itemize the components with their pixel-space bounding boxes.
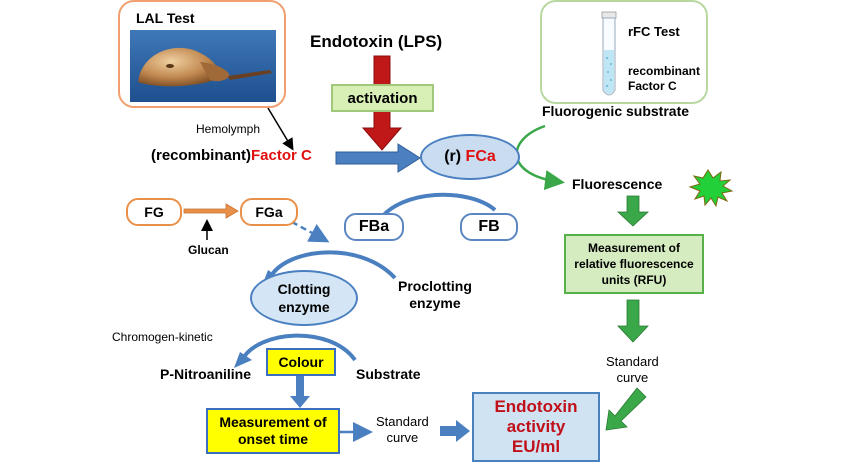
standard-curve-left-label: Standard curve <box>376 414 429 446</box>
lal-test-box: LAL Test <box>118 0 286 108</box>
fg-to-fga-arrow <box>183 203 239 219</box>
standard-curve-right-line1: Standard <box>606 354 659 369</box>
onset-time-box: Measurement of onset time <box>206 408 340 454</box>
fba-label: FBa <box>358 218 390 235</box>
fluorescence-starburst-icon <box>688 169 734 208</box>
rfu-line3: units (RFU) <box>601 273 667 287</box>
clotting-line2: enzyme <box>278 299 330 315</box>
standard-curve-right-line2: curve <box>616 370 649 385</box>
clotting-enzyme-ellipse: Clotting enzyme <box>250 270 358 326</box>
fca-name: FCa <box>465 148 496 165</box>
proclotting-line2: enzyme <box>409 295 461 311</box>
fga-to-fba-dashed-arrow <box>291 220 330 243</box>
fluorescence-down-arrow <box>616 195 650 227</box>
fluorogenic-substrate-label: Fluorogenic substrate <box>542 103 690 119</box>
rfc-line1: recombinant <box>628 64 701 78</box>
chromogen-kinetic-label: Chromogen-kinetic <box>112 330 213 344</box>
result-line3: EU/ml <box>511 437 561 456</box>
factor-c-label: (recombinant)Factor C <box>151 147 312 164</box>
fb-label: FB <box>478 218 500 235</box>
proclotting-enzyme-label: Proclotting enzyme <box>398 278 472 312</box>
factor-c-name: Factor C <box>251 147 312 164</box>
rfu-line1: Measurement of <box>587 241 681 255</box>
colour-down-arrow <box>290 374 310 408</box>
fga-label: FGa <box>255 204 283 220</box>
p-nitroaniline-label: P-Nitroaniline <box>160 366 252 382</box>
fca-to-fluorescence-arrow <box>515 124 565 191</box>
fba-cleave-curve <box>268 250 397 280</box>
colour-box: Colour <box>266 348 336 376</box>
standard-curve-left-line2: curve <box>386 430 419 445</box>
horseshoe-crab-image <box>130 30 276 102</box>
fca-cleave-curve <box>376 192 497 224</box>
result-line1: Endotoxin <box>494 397 578 416</box>
hemolymph-label: Hemolymph <box>196 122 261 136</box>
factor-c-to-fca-arrow <box>335 143 421 173</box>
lal-test-title: LAL Test <box>136 10 195 26</box>
activation-label: activation <box>347 89 418 107</box>
onset-line1: Measurement of <box>219 414 327 430</box>
fca-label: (r) FCa <box>444 148 496 166</box>
activation-box: activation <box>331 84 434 112</box>
rfu-line2: relative fluorescence <box>574 257 694 271</box>
clotting-cleave-curve <box>240 333 357 362</box>
fba-pill: FBa <box>344 213 404 241</box>
clotting-cleave-arrowhead <box>234 352 252 368</box>
fluorescence-label: Fluorescence <box>572 176 663 192</box>
rfc-test-title: rFC Test <box>628 24 680 39</box>
proclotting-line1: Proclotting <box>398 278 472 294</box>
rfc-line2: Factor C <box>628 79 677 93</box>
fg-label: FG <box>144 204 164 220</box>
glucan-label: Glucan <box>188 243 229 257</box>
fb-pill: FB <box>460 213 518 241</box>
rfc-test-box: rFC Test recombinant Factor C <box>540 0 708 104</box>
endotoxin-label: Endotoxin (LPS) <box>310 32 443 51</box>
fca-prefix: (r) <box>444 148 462 165</box>
rfu-down-arrow <box>617 299 649 343</box>
fg-pill: FG <box>126 198 182 226</box>
fca-ellipse: (r) FCa <box>420 134 520 180</box>
standard-to-result-arrow <box>440 420 470 442</box>
substrate-label: Substrate <box>356 366 421 382</box>
test-tube-icon <box>601 11 617 96</box>
clotting-line1: Clotting <box>277 281 331 297</box>
standard-curve-right-label: Standard curve <box>606 354 659 386</box>
result-line2: activity <box>506 417 566 436</box>
standard-curve-left-line1: Standard <box>376 414 429 429</box>
fga-pill: FGa <box>240 198 298 226</box>
onset-line2: onset time <box>237 431 308 447</box>
rfu-measurement-box: Measurement of relative fluorescence uni… <box>564 234 704 294</box>
colour-label: Colour <box>278 354 324 370</box>
hemolymph-arrow <box>267 107 294 151</box>
right-standard-to-result-arrow <box>605 387 647 431</box>
factor-c-prefix: (recombinant) <box>151 147 252 164</box>
endotoxin-activity-box: Endotoxin activity EU/ml <box>472 392 600 462</box>
